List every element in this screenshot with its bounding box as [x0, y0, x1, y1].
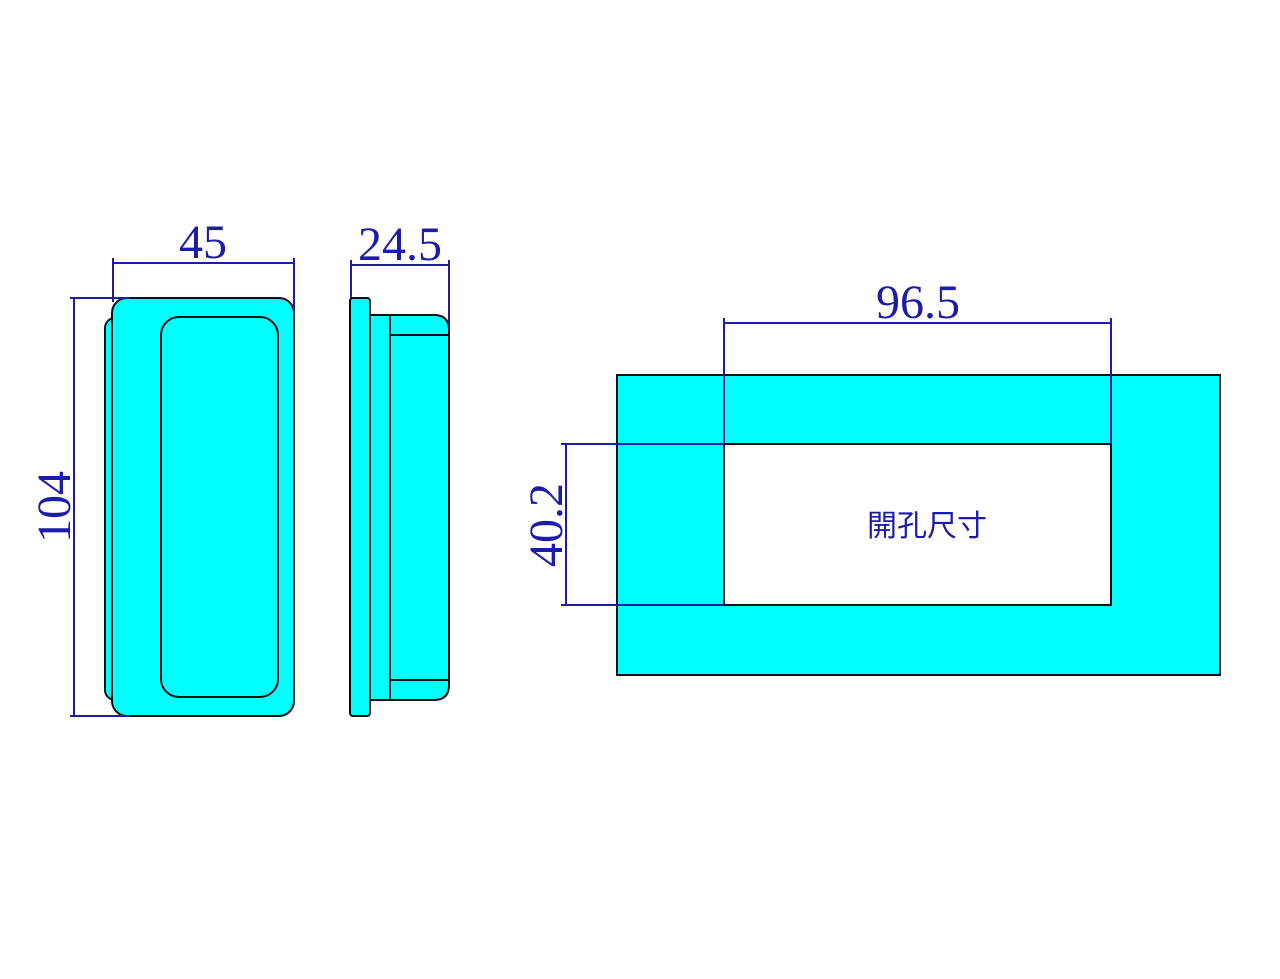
- dimension-cutout-width: 96.5: [723, 276, 1112, 444]
- dimension-cutout-height: 40.2: [520, 443, 724, 606]
- side-body: [369, 314, 450, 701]
- dimension-width-45: 45: [112, 216, 295, 314]
- dimension-label: 104: [28, 471, 81, 543]
- cutout-view: 開孔尺寸 96.5 40.2: [520, 276, 1221, 676]
- cutout-caption: 開孔尺寸: [867, 509, 987, 544]
- dimension-depth-24-5: 24.5: [350, 218, 450, 330]
- front-view: 45 104: [28, 216, 295, 717]
- dimension-label: 40.2: [520, 483, 573, 567]
- cutout-hole: [723, 443, 1112, 606]
- dimension-label: 96.5: [876, 276, 960, 329]
- dimension-height-104: 104: [28, 297, 130, 717]
- dimension-label: 24.5: [358, 218, 442, 271]
- dimension-label: 45: [179, 216, 227, 269]
- side-flange: [349, 297, 371, 717]
- side-view: 24.5: [349, 218, 450, 717]
- front-recess: [160, 316, 279, 698]
